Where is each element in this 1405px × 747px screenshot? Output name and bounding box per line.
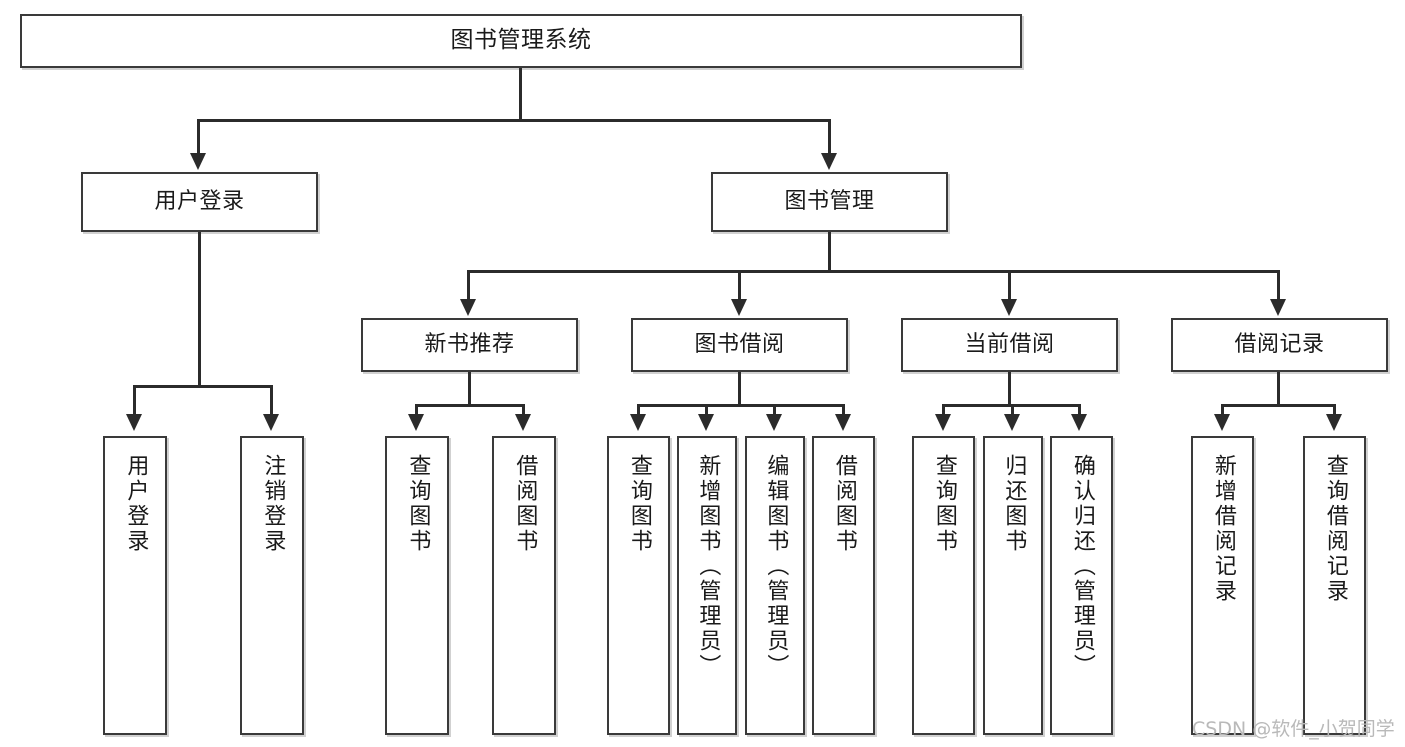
node-borrow-record[interactable]: 借阅记录 <box>1171 318 1388 372</box>
connector-current-borrow-stem <box>1008 372 1011 406</box>
connector-new-book-recommend-leaf-2 <box>522 404 525 418</box>
connector-root-stem <box>519 68 522 121</box>
leaf-book-borrow-query[interactable]: 查询图书 <box>607 436 670 735</box>
arrowhead-borrow-record-leaf-2 <box>1326 414 1342 431</box>
leaf-current-borrow-query[interactable]: 查询图书 <box>912 436 975 735</box>
arrowhead-current-borrow-leaf-1 <box>935 414 951 431</box>
node-label: 图书管理 <box>784 189 875 215</box>
leaf-user-login-login[interactable]: 用户登录 <box>103 436 167 735</box>
leaf-current-borrow-confirm-return[interactable]: 确认归还（管理员） <box>1050 436 1113 735</box>
arrowhead-current-borrow-leaf-3 <box>1071 414 1087 431</box>
node-current-borrow[interactable]: 当前借阅 <box>901 318 1118 372</box>
arrowhead-to-book-manage <box>821 153 837 170</box>
node-label: 确认归还（管理员） <box>1069 454 1095 679</box>
connector-book-manage-stem <box>828 232 831 272</box>
connector-to-borrow-record <box>1277 270 1280 302</box>
node-label: 查询图书 <box>931 454 957 554</box>
leaf-book-borrow-edit[interactable]: 编辑图书（管理员） <box>745 436 805 735</box>
connector-to-new-book-recommend <box>467 270 470 302</box>
connector-user-login-leaf-1 <box>133 385 136 417</box>
connector-borrow-record-leaf-2 <box>1333 404 1336 418</box>
arrowhead-to-new-book-recommend <box>460 299 476 316</box>
arrowhead-to-user-login <box>190 153 206 170</box>
connector-to-book-borrow <box>738 270 741 302</box>
connector-book-borrow-leaf-3 <box>773 404 776 418</box>
leaf-book-borrow-add[interactable]: 新增图书（管理员） <box>677 436 737 735</box>
node-label: 查询借阅记录 <box>1322 454 1348 604</box>
leaf-book-borrow-borrow[interactable]: 借阅图书 <box>812 436 875 735</box>
connector-book-borrow-leaf-4 <box>842 404 845 418</box>
node-label: 用户登录 <box>123 454 149 554</box>
node-label: 新增图书（管理员） <box>695 454 721 679</box>
leaf-new-book-borrow[interactable]: 借阅图书 <box>492 436 556 735</box>
arrowhead-user-login-leaf-1 <box>126 414 142 431</box>
node-root-system[interactable]: 图书管理系统 <box>20 14 1022 68</box>
node-label: 用户登录 <box>154 189 245 215</box>
node-label: 新书推荐 <box>424 332 515 358</box>
arrowhead-borrow-record-leaf-1 <box>1214 414 1230 431</box>
arrowhead-to-book-borrow <box>731 299 747 316</box>
arrowhead-book-borrow-leaf-2 <box>698 414 714 431</box>
node-new-book-recommend[interactable]: 新书推荐 <box>361 318 578 372</box>
connector-book-borrow-bus <box>637 404 845 407</box>
node-user-login[interactable]: 用户登录 <box>81 172 318 232</box>
leaf-new-book-query[interactable]: 查询图书 <box>385 436 449 735</box>
arrowhead-to-borrow-record <box>1270 299 1286 316</box>
arrowhead-to-current-borrow <box>1001 299 1017 316</box>
connector-new-book-recommend-bus <box>415 404 525 407</box>
connector-user-login-bus <box>133 385 273 388</box>
arrowhead-book-borrow-leaf-4 <box>835 414 851 431</box>
node-label: 借阅记录 <box>1234 332 1325 358</box>
node-label: 图书借阅 <box>694 332 785 358</box>
connector-book-borrow-stem <box>738 372 741 406</box>
arrowhead-new-book-recommend-leaf-2 <box>515 414 531 431</box>
connector-current-borrow-leaf-1 <box>942 404 945 418</box>
connector-user-login-leaf-2 <box>270 385 273 417</box>
connector-book-borrow-leaf-1 <box>637 404 640 418</box>
node-label: 查询图书 <box>626 454 652 554</box>
connector-borrow-record-bus <box>1221 404 1336 407</box>
node-label: 编辑图书（管理员） <box>763 454 789 679</box>
leaf-current-borrow-return[interactable]: 归还图书 <box>983 436 1043 735</box>
connector-borrow-record-stem <box>1277 372 1280 406</box>
arrowhead-current-borrow-leaf-2 <box>1004 414 1020 431</box>
node-book-manage[interactable]: 图书管理 <box>711 172 948 232</box>
connector-to-current-borrow <box>1008 270 1011 302</box>
arrowhead-book-borrow-leaf-3 <box>766 414 782 431</box>
node-label: 图书管理系统 <box>450 27 592 54</box>
connector-current-borrow-leaf-3 <box>1078 404 1081 418</box>
connector-borrow-record-leaf-1 <box>1221 404 1224 418</box>
connector-level3-bus <box>467 270 1279 273</box>
connector-new-book-recommend-stem <box>468 372 471 406</box>
watermark-text: CSDN @软件_小贺同学 <box>1192 718 1395 740</box>
node-label: 新增借阅记录 <box>1210 454 1236 604</box>
arrowhead-user-login-leaf-2 <box>263 414 279 431</box>
leaf-borrow-record-add[interactable]: 新增借阅记录 <box>1191 436 1254 735</box>
node-label: 注销登录 <box>260 454 286 554</box>
node-label: 借阅图书 <box>512 454 538 554</box>
arrowhead-new-book-recommend-leaf-1 <box>408 414 424 431</box>
node-label: 当前借阅 <box>964 332 1055 358</box>
connector-book-borrow-leaf-2 <box>705 404 708 418</box>
node-label: 归还图书 <box>1001 454 1027 554</box>
node-label: 查询图书 <box>405 454 431 554</box>
connector-root-to-book-manage <box>828 119 831 155</box>
connector-new-book-recommend-leaf-1 <box>415 404 418 418</box>
leaf-user-login-logout[interactable]: 注销登录 <box>240 436 304 735</box>
node-book-borrow[interactable]: 图书借阅 <box>631 318 848 372</box>
connector-root-to-user-login <box>197 119 200 155</box>
node-label: 借阅图书 <box>831 454 857 554</box>
leaf-borrow-record-query[interactable]: 查询借阅记录 <box>1303 436 1366 735</box>
connector-user-login-stem <box>198 232 201 387</box>
connector-root-bus <box>197 119 831 122</box>
connector-current-borrow-leaf-2 <box>1011 404 1014 418</box>
arrowhead-book-borrow-leaf-1 <box>630 414 646 431</box>
